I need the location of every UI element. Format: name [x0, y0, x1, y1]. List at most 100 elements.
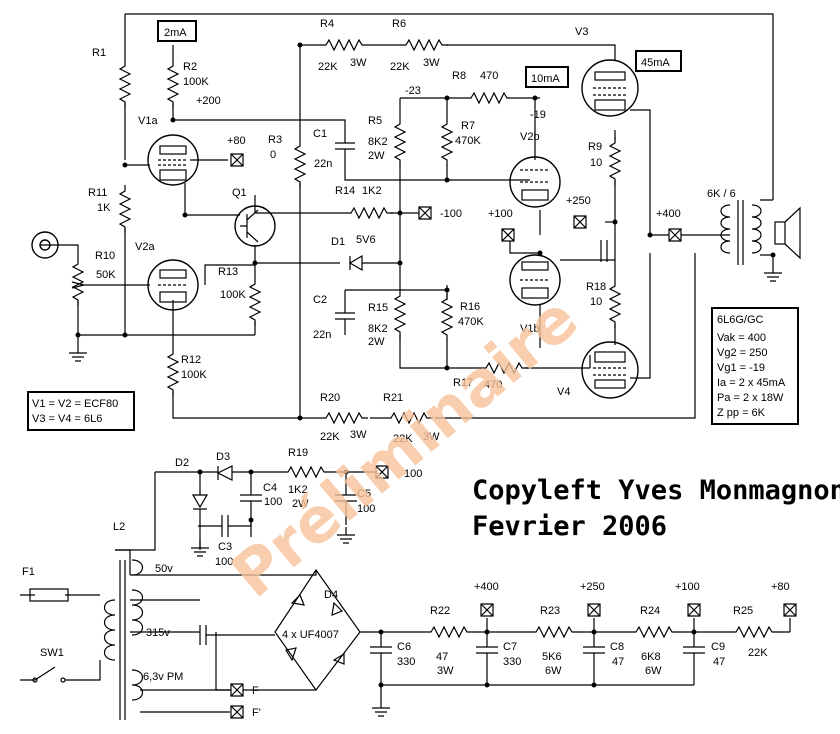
specs-box: [711, 307, 799, 425]
tube-legend-line1: V1 = V2 = ECF80: [32, 398, 118, 410]
tube-legend-box: [27, 391, 135, 431]
label-r22-watt: 3W: [437, 665, 454, 677]
voltage-p250-node: +250: [566, 195, 591, 207]
current-box-2ma: [157, 20, 197, 42]
label-r5-watt: 2W: [368, 150, 385, 162]
label-315v: 315v: [146, 627, 170, 639]
label-v2b: V2b: [520, 131, 540, 143]
label-c6-value: 330: [397, 656, 415, 668]
current-box-45ma: [635, 50, 682, 72]
label-v1b: V1b: [520, 323, 540, 335]
rail-p100: +100: [675, 581, 700, 593]
specs-title: 6L6G/GC: [717, 314, 764, 326]
label-r23: R23: [540, 605, 560, 617]
transformer-impedance: 6K / 6: [707, 188, 736, 200]
resistors: [71, 39, 779, 638]
label-f1: F1: [22, 566, 35, 578]
label-d3: D3: [216, 451, 230, 463]
tube-v3: [581, 59, 639, 117]
current-box-10ma: [525, 66, 569, 88]
current-45ma: 45mA: [641, 57, 670, 69]
voltage-p400-node: +400: [656, 208, 681, 220]
label-c4: C4: [263, 482, 277, 494]
label-r23-watt: 6W: [545, 665, 562, 677]
label-c5-value: 100: [357, 503, 375, 515]
specs-line: Pa = 2 x 18W: [717, 392, 784, 404]
current-10ma: 10mA: [531, 73, 560, 85]
label-r8-value: 470: [480, 70, 498, 82]
voltage-p80: +80: [227, 135, 246, 147]
specs-line: Z pp = 6K: [717, 407, 766, 419]
label-r7: R7: [461, 120, 475, 132]
label-v3: V3: [575, 26, 588, 38]
copyleft-date: Fevrier 2006: [472, 511, 667, 542]
rail-p250: +250: [580, 581, 605, 593]
label-r3-value: 0: [270, 149, 276, 161]
rail-p400: +400: [474, 581, 499, 593]
label-v1a: V1a: [138, 115, 158, 127]
voltage-p100-node: +100: [488, 208, 513, 220]
copyleft-author: Copyleft Yves Monmagnon: [472, 475, 840, 506]
specs-line: Ia = 2 x 45mA: [717, 377, 786, 389]
label-r9: R9: [588, 141, 602, 153]
label-r20-value: 22K: [320, 431, 340, 443]
label-r22-value: 47: [436, 651, 448, 663]
label-r25-value: 22K: [748, 647, 768, 659]
label-f: F: [252, 685, 259, 697]
label-c3-value: 100: [215, 556, 233, 568]
label-r11-value: 1K: [97, 202, 111, 214]
label-r19: R19: [288, 447, 308, 459]
label-r20: R20: [320, 392, 340, 404]
label-r11: R11: [88, 187, 107, 199]
tube-v1a: [147, 134, 199, 186]
label-r22: R22: [430, 605, 450, 617]
transistor-q1: [234, 205, 276, 247]
label-r19-watt: 2W: [292, 498, 309, 510]
label-r24-value: 6K8: [641, 651, 661, 663]
label-r10-value: 50K: [96, 269, 116, 281]
label-r13: R13: [218, 266, 238, 278]
rail-p80: +80: [771, 581, 790, 593]
label-r21-watt: 3W: [423, 431, 440, 443]
label-c8-value: 47: [612, 656, 624, 668]
label-r6-watt: 3W: [423, 57, 440, 69]
label-c5: C5: [357, 488, 371, 500]
junction-dots: [75, 42, 776, 688]
watermark-preliminaire: Préliminaire: [218, 282, 591, 612]
tube-v4: [581, 341, 639, 399]
tube-v2a: [147, 259, 199, 311]
component-labels: R1 R2 100K +200 V1a +80 R3 0 R4 22K 3W R…: [22, 18, 790, 719]
label-r3: R3: [268, 134, 282, 146]
label-r5: R5: [368, 115, 382, 127]
label-r18: R18: [586, 281, 606, 293]
voltage-m100: -100: [440, 208, 462, 220]
label-c7-value: 330: [503, 656, 521, 668]
label-r17: R17: [453, 377, 473, 389]
tube-v1b: [509, 254, 561, 306]
label-63v: 6,3v PM: [143, 671, 183, 683]
voltage-m19: -19: [530, 109, 546, 121]
label-r1: R1: [92, 47, 106, 59]
label-d1: D1: [331, 236, 345, 248]
label-r8: R8: [452, 70, 466, 82]
label-q1: Q1: [232, 187, 247, 199]
label-r12: R12: [181, 354, 201, 366]
current-2ma: 2mA: [164, 27, 187, 39]
label-l2: L2: [113, 521, 125, 533]
specs-line: Vg1 = -19: [717, 362, 765, 374]
label-r2: R2: [183, 61, 197, 73]
label-r24: R24: [640, 605, 660, 617]
label-50v: 50v: [155, 563, 173, 575]
label-c6: C6: [397, 641, 411, 653]
label-r6: R6: [392, 18, 406, 30]
input-jack-icon: [31, 231, 59, 259]
label-c7: C7: [503, 641, 517, 653]
label-c3: C3: [218, 541, 232, 553]
label-r16: R16: [460, 301, 480, 313]
label-r7-value: 470K: [455, 135, 481, 147]
label-r14-value: 1K2: [362, 185, 382, 197]
label-r2-value: 100K: [183, 76, 209, 88]
label-r5-value: 8K2: [368, 136, 388, 148]
specs-line: Vg2 = 250: [717, 347, 767, 359]
